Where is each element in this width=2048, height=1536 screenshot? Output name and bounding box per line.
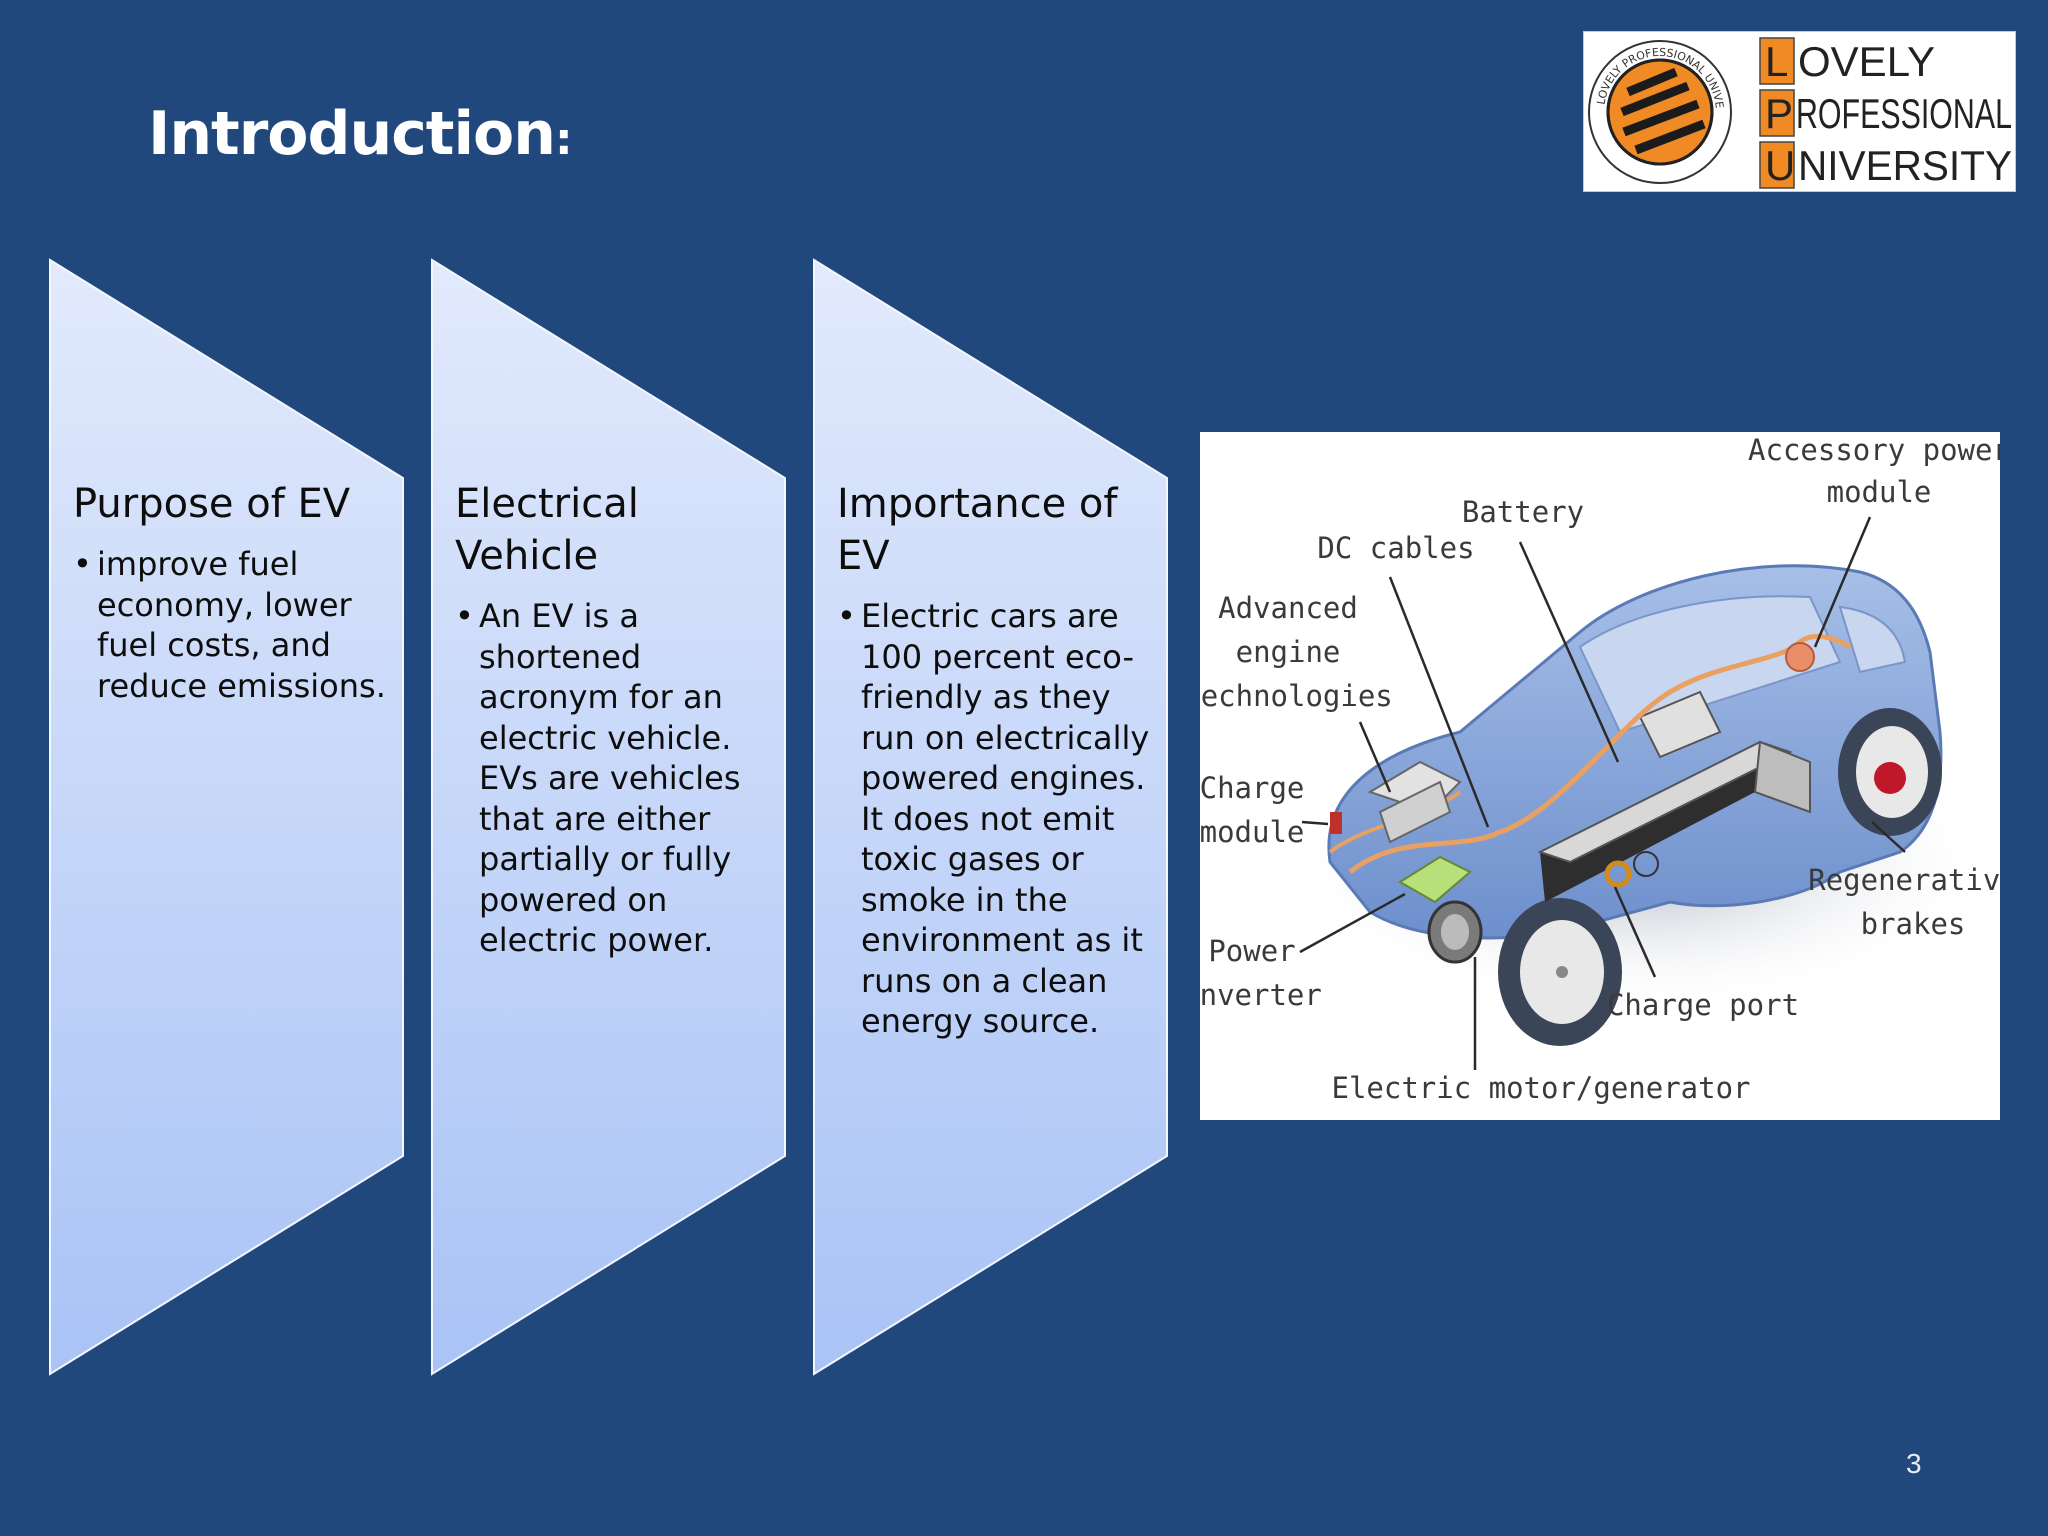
chevron-heading: Importance of EV xyxy=(837,481,1118,579)
chevron-bullet: • An EV is a shortened acronym for an el… xyxy=(455,597,741,959)
label-power-inverter: Powerinverter xyxy=(1200,934,1322,1012)
accessory-module-unit xyxy=(1785,642,1815,672)
electric-motor-unit xyxy=(1427,900,1483,964)
label-battery: Battery xyxy=(1462,495,1584,529)
charge-port-unit xyxy=(1604,860,1632,888)
chevron-text: Purpose of EV • improve fuel economy, lo… xyxy=(73,478,393,706)
label-electric-motor-generator: Electric motor/generator xyxy=(1331,1071,1750,1105)
chevron-bullet: • improve fuel economy, lower fuel costs… xyxy=(73,545,386,705)
logo-initial-p: P xyxy=(1765,90,1793,137)
logo-word-lovely: OVELY xyxy=(1798,38,1935,85)
chevron-text: Electrical Vehicle • An EV is a shortene… xyxy=(455,478,775,961)
logo-word-university: NIVERSITY xyxy=(1798,142,2012,189)
chevron-text: Importance of EV • Electric cars are 100… xyxy=(837,478,1162,1042)
slide-title: Introduction: xyxy=(148,99,573,169)
logo-initial-u: U xyxy=(1765,142,1795,189)
chevron-heading: Electrical Vehicle xyxy=(455,481,639,579)
charge-module-unit xyxy=(1330,812,1342,834)
chevron-heading: Purpose of EV xyxy=(73,481,351,527)
chevron-bullet: • Electric cars are 100 percent eco- fri… xyxy=(837,597,1150,1040)
dc-cables xyxy=(1348,633,1852,874)
rear-wheel xyxy=(1838,708,1942,836)
power-inverter-unit xyxy=(1398,855,1472,904)
logo-word-professional: ROFESSIONAL xyxy=(1796,90,2012,137)
label-charge-port: Charge port xyxy=(1607,988,1799,1022)
chevron-electrical-vehicle: Electrical Vehicle • An EV is a shortene… xyxy=(430,258,790,1376)
chevron-shape xyxy=(813,258,1168,1376)
logo-initial-l: L xyxy=(1765,38,1788,85)
chevron-purpose-of-ev: Purpose of EV • improve fuel economy, lo… xyxy=(48,258,408,1376)
front-wheel xyxy=(1498,898,1622,1046)
chevron-shape xyxy=(431,258,786,1376)
chevron-importance-of-ev: Importance of EV • Electric cars are 100… xyxy=(812,258,1172,1376)
page-number: 3 xyxy=(1906,1448,1922,1479)
chevron-shape xyxy=(49,258,404,1376)
battery-pack xyxy=(1537,690,1811,902)
label-dc-cables: DC cables xyxy=(1317,531,1474,565)
